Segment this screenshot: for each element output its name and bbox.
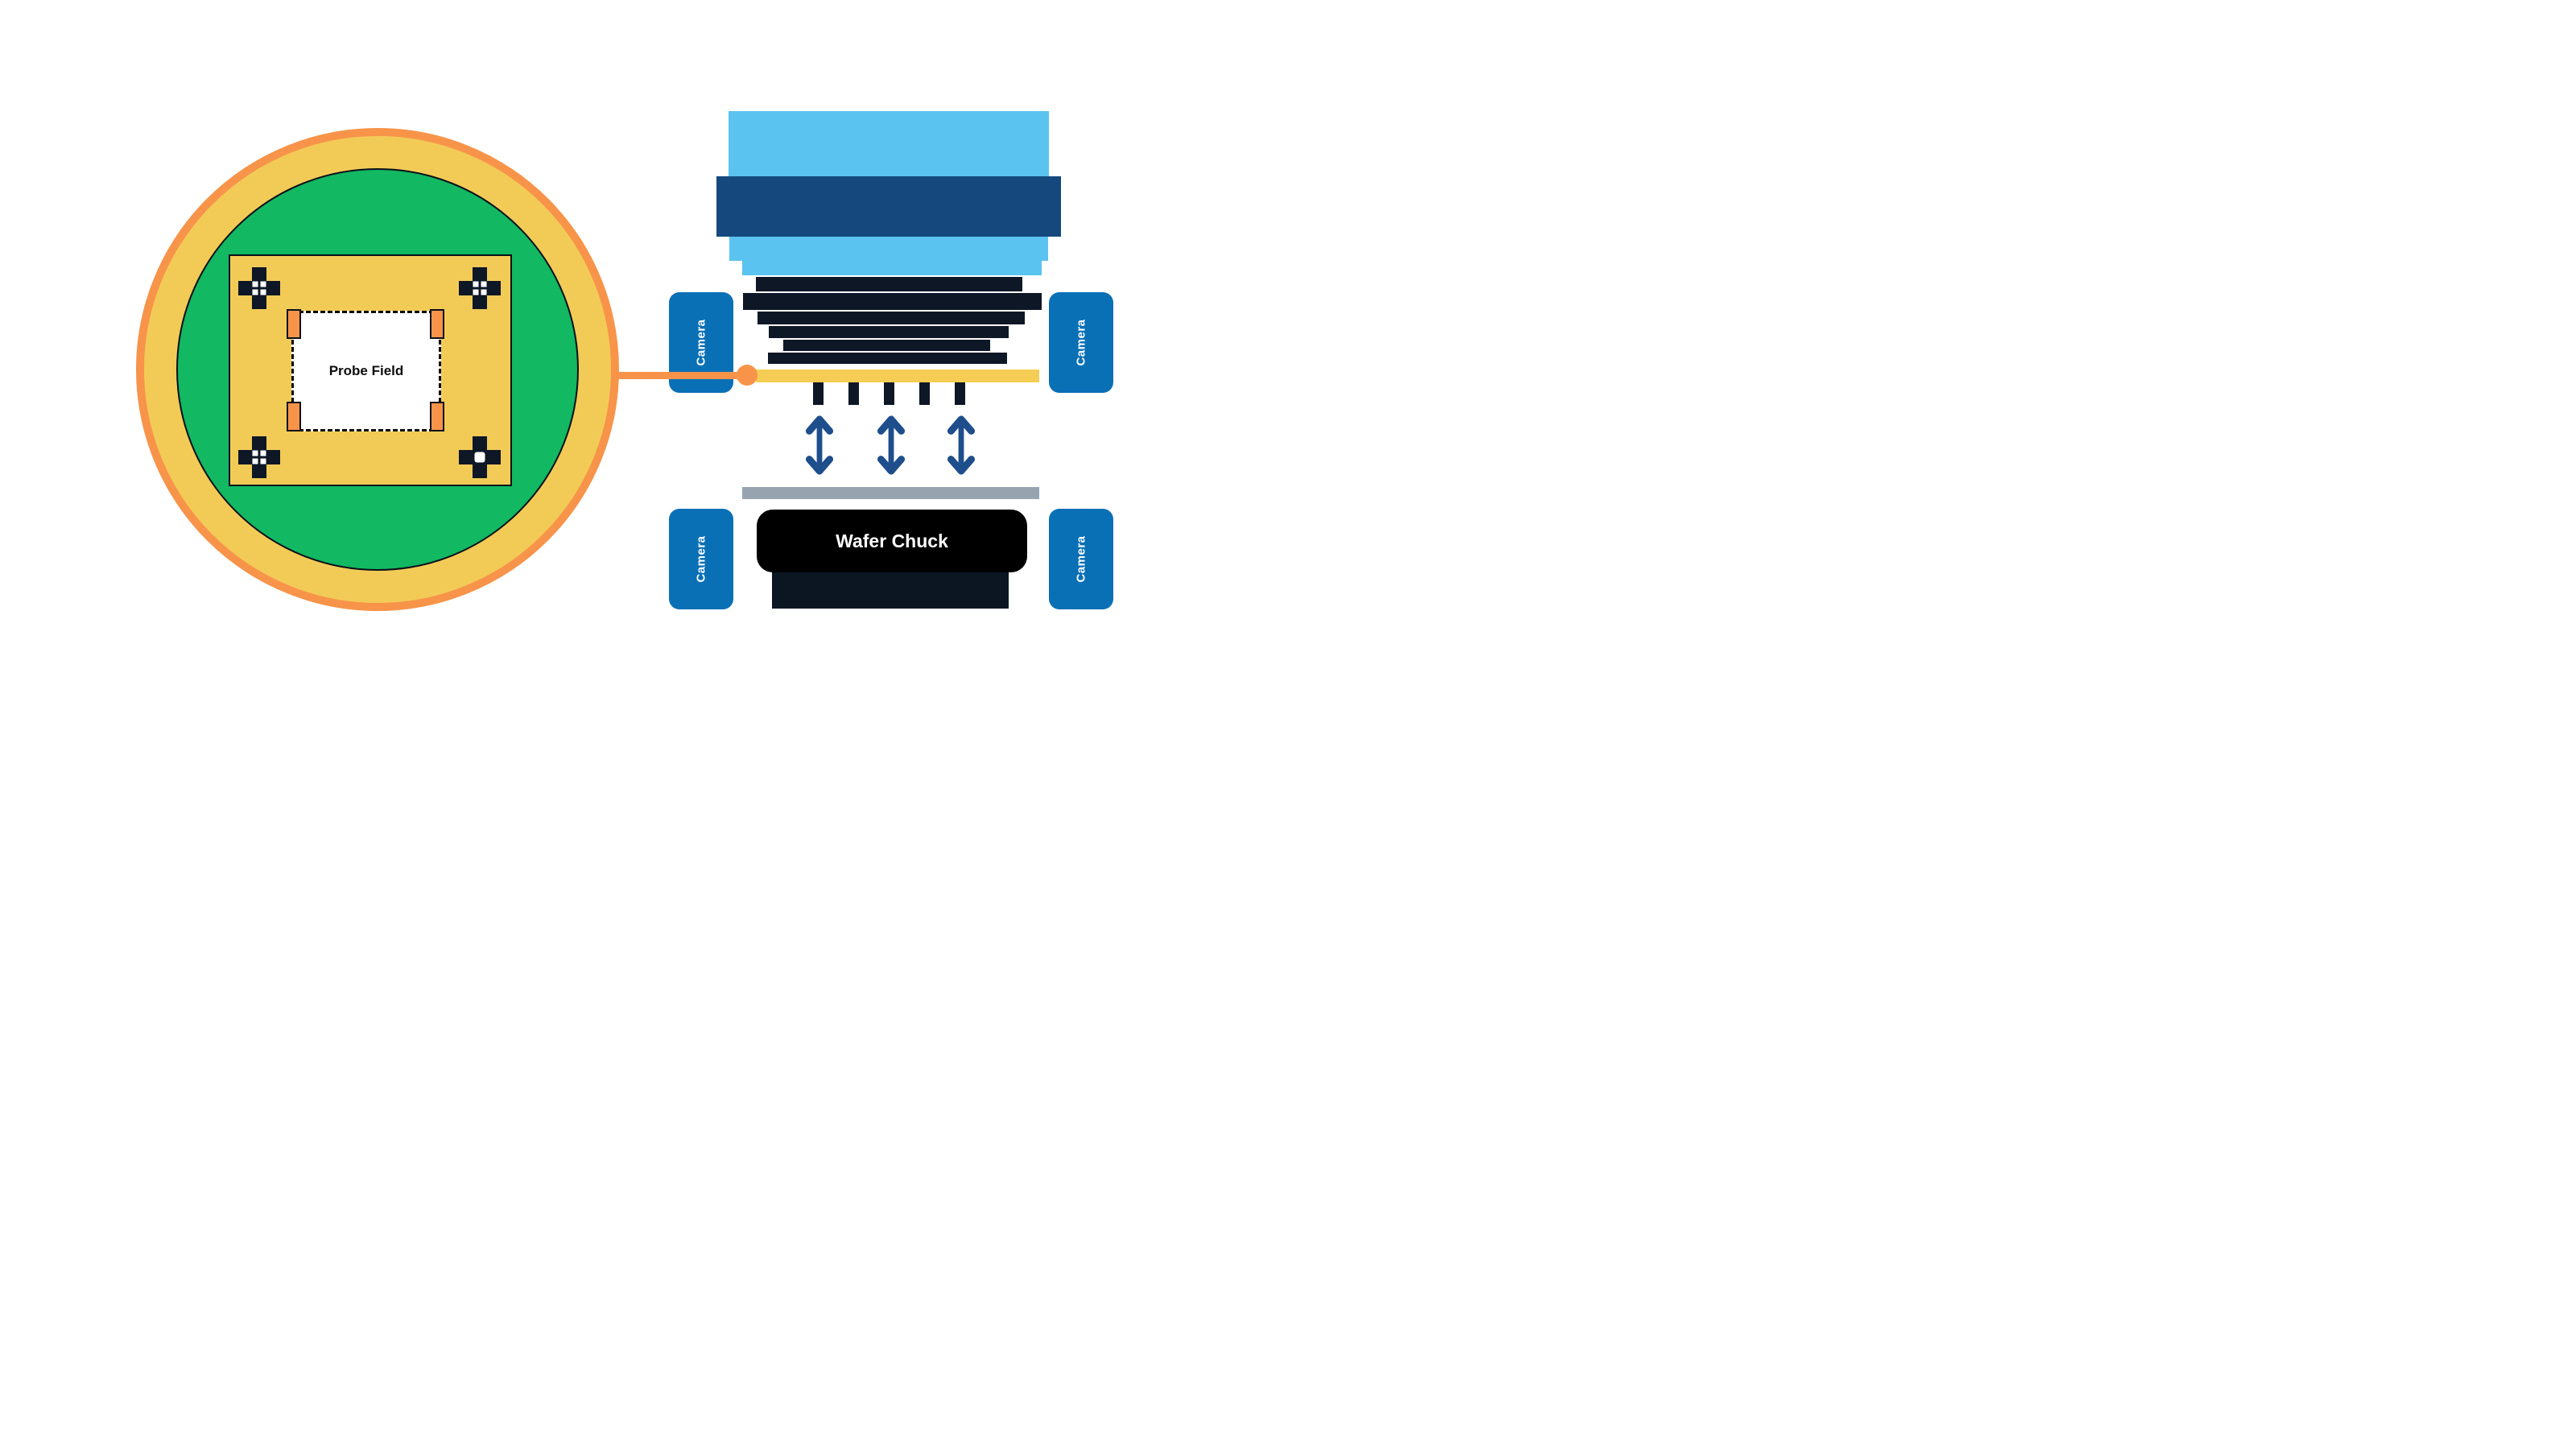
vertical-motion-arrow-icon — [877, 415, 906, 475]
wafer-chuck: Wafer Chuck — [757, 510, 1027, 572]
probe-field-label: Probe Field — [328, 363, 404, 378]
probe-stack-layer-6 — [768, 353, 1007, 364]
wafer-on-chuck — [742, 487, 1039, 499]
camera-box-top-right: Camera — [1049, 292, 1113, 393]
probe-card-board — [756, 369, 1039, 382]
probe-pin-4 — [919, 382, 930, 405]
camera-box-bottom-left: Camera — [669, 509, 733, 609]
wafer-chuck-label: Wafer Chuck — [836, 530, 948, 551]
connector-line — [617, 372, 747, 379]
corner-bracket-bottom-right — [430, 402, 444, 431]
wafer-probing-diagram: Probe Field Wafer Chuck — [0, 0, 1288, 724]
probe-pin-5 — [955, 382, 965, 405]
prober-head-step-lower — [742, 261, 1042, 275]
connector-node-icon — [737, 365, 758, 386]
probe-stack-layer-5 — [783, 340, 990, 351]
probe-pin-1 — [813, 382, 824, 405]
alignment-mark-top-right-icon — [459, 267, 501, 309]
prober-head-top — [729, 111, 1049, 176]
alignment-mark-bottom-right-icon — [459, 436, 501, 478]
probe-field: Probe Field — [291, 311, 441, 431]
chuck-base — [772, 571, 1009, 609]
corner-bracket-bottom-left — [287, 402, 301, 431]
prober-head-body — [716, 176, 1061, 237]
camera-label: Camera — [694, 535, 708, 583]
probe-stack-layer-1 — [756, 277, 1022, 291]
vertical-motion-arrow-icon — [805, 415, 834, 475]
camera-label: Camera — [1074, 319, 1088, 366]
corner-bracket-top-left — [287, 309, 301, 339]
prober-head-step-upper — [729, 237, 1048, 261]
vertical-motion-arrow-icon — [947, 415, 976, 475]
alignment-mark-top-left-icon — [238, 267, 280, 309]
alignment-mark-bottom-left-icon — [238, 436, 280, 478]
probe-stack-layer-4 — [769, 326, 1009, 338]
camera-label: Camera — [1074, 535, 1088, 583]
corner-bracket-top-right — [430, 309, 444, 339]
probe-pin-2 — [848, 382, 859, 405]
probe-pin-3 — [884, 382, 894, 405]
camera-label: Camera — [694, 319, 708, 366]
probe-stack-layer-3 — [758, 312, 1025, 324]
camera-box-bottom-right: Camera — [1049, 509, 1113, 609]
probe-stack-layer-2 — [743, 293, 1042, 310]
